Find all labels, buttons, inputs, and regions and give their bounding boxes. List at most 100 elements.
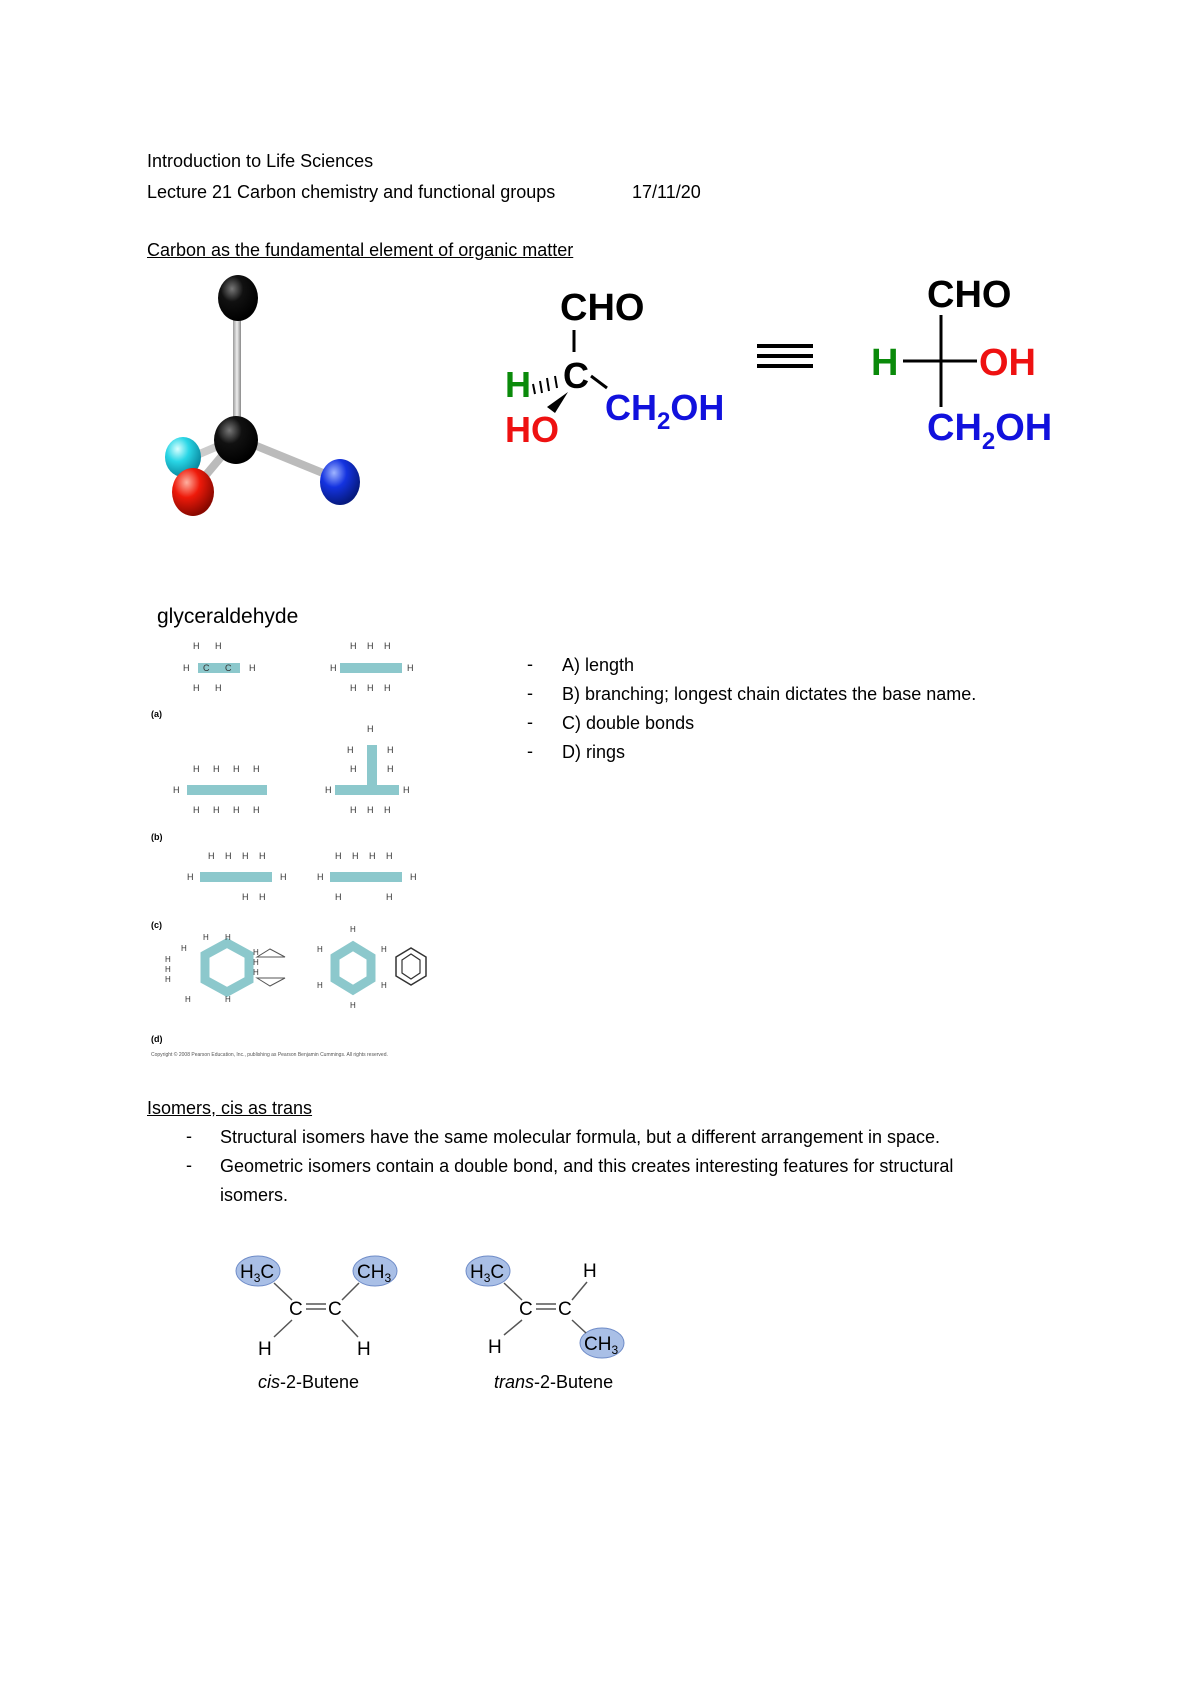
svg-text:H: H (317, 981, 323, 990)
list-dash: - (186, 1126, 192, 1146)
hydrogen-label: H (505, 364, 531, 405)
svg-text:H: H (165, 975, 171, 984)
list-dash: - (527, 683, 533, 703)
svg-text:H: H (384, 641, 391, 651)
fischer-oh-label: OH (979, 342, 1036, 384)
svg-text:H: H (225, 995, 231, 1004)
panel-label-c: (c) (151, 920, 162, 930)
cho-label: CHO (560, 287, 644, 329)
svg-text:H: H (387, 745, 394, 755)
svg-text:H: H (242, 851, 249, 861)
list-item-rings: D) rings (562, 742, 626, 762)
svg-text:H: H (187, 872, 194, 882)
hydrogen-top: H (583, 1261, 597, 1282)
svg-text:H: H (213, 764, 220, 774)
svg-text:H: H (233, 764, 240, 774)
svg-text:H: H (386, 851, 393, 861)
lecture-title: Lecture 21 Carbon chemistry and function… (147, 182, 556, 202)
svg-text:H: H (407, 663, 414, 673)
svg-text:H: H (384, 805, 391, 815)
svg-text:H: H (350, 805, 357, 815)
h3c-group: H3C (470, 1262, 504, 1285)
panel-label-a: (a) (151, 709, 162, 719)
list-item-length: A) length (562, 655, 635, 675)
fischer-cho-label: CHO (927, 274, 1011, 316)
svg-text:H: H (253, 958, 259, 967)
svg-text:H: H (213, 805, 220, 815)
svg-text:H: H (350, 641, 357, 651)
svg-text:H: H (259, 851, 266, 861)
glyceraldehyde-caption: glyceraldehyde (157, 605, 299, 628)
carbon-right: C (558, 1299, 572, 1320)
svg-text:H: H (367, 683, 374, 693)
svg-text:H: H (215, 683, 222, 693)
svg-text:H: H (253, 948, 259, 957)
course-title: Introduction to Life Sciences (147, 151, 374, 171)
svg-text:H: H (352, 851, 359, 861)
section-heading-isomers: Isomers, cis as trans (147, 1098, 313, 1118)
svg-text:H: H (249, 663, 256, 673)
equivalent-sign-icon (757, 344, 813, 368)
svg-text:H: H (335, 851, 342, 861)
svg-text:H: H (193, 683, 200, 693)
carbon-label: C (563, 355, 589, 396)
list-dash: - (527, 654, 533, 674)
svg-text:H: H (369, 851, 376, 861)
svg-text:H: H (181, 944, 187, 953)
list-item-branching: B) branching; longest chain dictates the… (562, 684, 977, 704)
svg-text:H: H (325, 785, 332, 795)
svg-text:H: H (280, 872, 287, 882)
svg-text:H: H (203, 933, 209, 942)
svg-text:H: H (225, 933, 231, 942)
svg-text:H: H (367, 641, 374, 651)
section-heading-carbon: Carbon as the fundamental element of org… (147, 240, 574, 260)
svg-text:H: H (367, 805, 374, 815)
lecture-date: 17/11/20 (632, 182, 701, 202)
ho-label: HO (505, 409, 559, 450)
carbon-left: C (519, 1299, 533, 1320)
hydrogen-left: H (258, 1339, 272, 1360)
svg-text:H: H (173, 785, 180, 795)
carbon-right: C (328, 1299, 342, 1320)
svg-text:H: H (183, 663, 190, 673)
h3c-group: H3C (240, 1262, 274, 1285)
svg-text:H: H (381, 945, 387, 954)
glyceraldehyde-wedge-formula: CHO C H HO CH2OH (505, 287, 724, 450)
svg-text:H: H (225, 851, 232, 861)
panel-label-b: (b) (151, 832, 163, 842)
atom-red (172, 468, 214, 516)
svg-text:H: H (253, 805, 260, 815)
ch3-group: CH3 (357, 1262, 391, 1285)
svg-text:H: H (350, 1001, 356, 1010)
svg-text:H: H (403, 785, 410, 795)
svg-text:H: H (387, 764, 394, 774)
hydrogen-right: H (357, 1339, 371, 1360)
svg-text:H: H (233, 805, 240, 815)
svg-text:H: H (193, 641, 200, 651)
svg-text:H: H (330, 663, 337, 673)
bullet-structural-isomers: Structural isomers have the same molecul… (220, 1127, 941, 1147)
svg-text:H: H (350, 764, 357, 774)
bullet-geometric-isomers-cont: isomers. (220, 1185, 289, 1205)
bullet-geometric-isomers: Geometric isomers contain a double bond,… (220, 1156, 954, 1176)
cis-2-butene-structure: H3C CH3 C C H H cis-2-Butene (235, 1255, 398, 1392)
list-item-double-bonds: C) double bonds (562, 713, 695, 733)
svg-text:H: H (335, 892, 342, 902)
atom-blue (320, 459, 360, 505)
svg-text:H: H (193, 764, 200, 774)
glyceraldehyde-fischer-projection: CHO H OH CH2OH (871, 274, 1052, 455)
svg-text:H: H (242, 892, 249, 902)
list-dash: - (186, 1155, 192, 1175)
svg-text:H: H (350, 683, 357, 693)
svg-text:H: H (193, 805, 200, 815)
cis-2-butene-label: cis-2-Butene (258, 1372, 359, 1392)
ch2oh-label: CH2OH (605, 387, 724, 435)
svg-text:H: H (384, 683, 391, 693)
list-dash: - (527, 741, 533, 761)
svg-text:H: H (381, 981, 387, 990)
carbon-left: C (289, 1299, 303, 1320)
svg-text:H: H (165, 955, 171, 964)
trans-2-butene-label: trans-2-Butene (494, 1372, 613, 1392)
figure-copyright: Copyright © 2008 Pearson Education, Inc.… (151, 1051, 388, 1058)
